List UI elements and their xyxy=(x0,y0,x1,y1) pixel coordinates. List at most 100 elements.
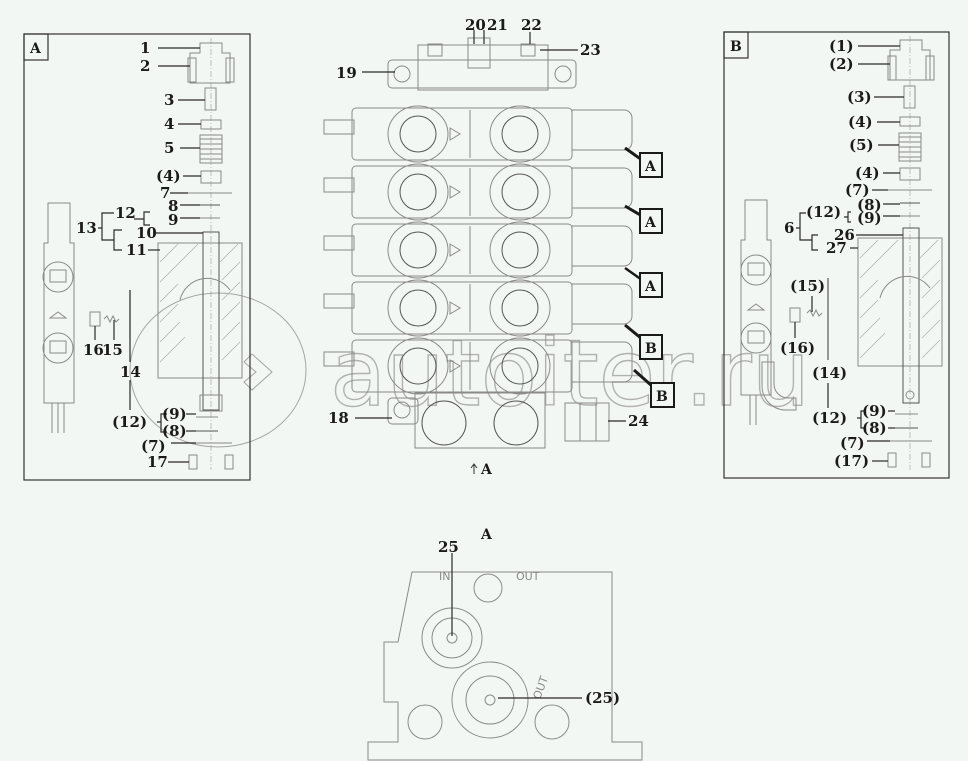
valve-section-body xyxy=(351,165,573,219)
valve-section xyxy=(323,337,633,395)
view-a-housing xyxy=(367,571,643,761)
port-boss-left xyxy=(387,163,449,221)
valve-section xyxy=(323,279,633,337)
flow-arrow xyxy=(449,243,461,257)
main-valve-label-24: 24 xyxy=(628,412,649,430)
panel-b-label-12: (12) xyxy=(806,203,841,221)
main-valve-leaders xyxy=(355,30,626,422)
main-valve: 19 20 21 22 23 18 24 A A A xyxy=(323,16,675,478)
panel-b-label-4: (4) xyxy=(848,113,873,131)
panel-b-label-5: (5) xyxy=(849,136,874,154)
port-right xyxy=(501,173,539,211)
panel-b-part-15 xyxy=(806,308,823,318)
panel-a-leaders xyxy=(94,47,205,463)
panel-a-label-9: 9 xyxy=(168,211,178,229)
section-callout[interactable]: B xyxy=(633,368,675,408)
panel-b-frame xyxy=(723,31,950,479)
panel-b-label-7b: (7) xyxy=(840,434,865,452)
spring-cap xyxy=(571,341,633,383)
panel-a-label-12: 12 xyxy=(115,204,136,222)
main-valve-label-23: 23 xyxy=(580,41,601,59)
port-boss-right xyxy=(489,163,551,221)
panel-b-label-12b: (12) xyxy=(812,409,847,427)
panel-a-label-14: 14 xyxy=(120,363,141,381)
spool-end xyxy=(323,177,355,193)
panel-a-spring-5 xyxy=(199,134,223,164)
section-callout-label: B xyxy=(645,341,657,357)
panel-b-label-7: (7) xyxy=(845,181,870,199)
flow-arrow xyxy=(449,185,461,199)
view-a-port-out: OUT xyxy=(516,570,540,583)
port-left xyxy=(399,115,437,153)
panel-a-label-3: 3 xyxy=(164,91,174,109)
port-boss-right xyxy=(489,279,551,337)
panel-b-cross-section xyxy=(857,227,943,404)
port-boss-left xyxy=(387,221,449,279)
panel-a-tag: A xyxy=(29,41,42,57)
watermark-logo-circle xyxy=(129,292,307,448)
panel-a-part-16 xyxy=(89,311,101,327)
port-boss-right xyxy=(489,337,551,395)
view-a-label-25b: (25) xyxy=(585,689,620,707)
panel-b-label-8b: (8) xyxy=(862,419,887,437)
panel-a-bolt-17a xyxy=(188,454,198,470)
panel-b-label-8: (8) xyxy=(857,196,882,214)
panel-b-label-3: (3) xyxy=(847,88,872,106)
panel-b-label-9: (9) xyxy=(857,209,882,227)
section-callout[interactable]: A xyxy=(624,266,663,298)
panel-b-label-17: (17) xyxy=(834,452,869,470)
panel-a-label-9b: (9) xyxy=(162,405,187,423)
view-a-port-out-2: OUT xyxy=(531,674,551,701)
spring-cap xyxy=(571,225,633,267)
panel-a-label-4: 4 xyxy=(164,115,174,133)
main-valve-bottom-cover xyxy=(387,392,610,449)
panel-b-label-2: (2) xyxy=(829,55,854,73)
section-callouts: A A A B B xyxy=(624,146,675,408)
panel-a-part-4b xyxy=(200,170,222,184)
section-callout[interactable]: A xyxy=(624,204,663,234)
section-callout-label: A xyxy=(644,159,657,175)
port-boss-left xyxy=(387,337,449,395)
main-valve-label-18: 18 xyxy=(328,409,349,427)
panel-b-leaders xyxy=(794,45,904,462)
section-callout[interactable]: B xyxy=(624,323,663,360)
panel-b-bolt-17b xyxy=(921,452,931,468)
port-boss-right xyxy=(489,221,551,279)
view-a-title: A xyxy=(480,527,493,543)
port-boss-left xyxy=(387,279,449,337)
port-left xyxy=(399,231,437,269)
panel-b-label-26: 26 xyxy=(834,226,855,244)
section-callout-label: A xyxy=(644,279,657,295)
view-a-arrow-label: A xyxy=(480,462,493,478)
port-right xyxy=(501,231,539,269)
panel-b-label-9b: (9) xyxy=(862,402,887,420)
panel-a-label-2: 2 xyxy=(140,57,150,75)
panel-a-tag-box xyxy=(23,33,49,61)
panel-b-tag-box xyxy=(723,31,749,59)
panel-a: A xyxy=(23,33,251,481)
port-boss-right xyxy=(489,105,551,163)
view-a-port-in: IN xyxy=(439,570,450,583)
section-callout[interactable]: A xyxy=(624,146,663,178)
valve-section xyxy=(323,221,633,279)
panel-a-label-10: 10 xyxy=(136,224,157,242)
panel-a-label-5: 5 xyxy=(164,139,174,157)
panel-a-label-4b: (4) xyxy=(156,167,181,185)
panel-b-label-4b: (4) xyxy=(855,164,880,182)
view-a-label-25: 25 xyxy=(438,538,459,556)
panel-b-label-27: 27 xyxy=(826,239,847,257)
panel-a-label-16: 16 xyxy=(83,341,104,359)
panel-b-cap xyxy=(887,39,935,81)
panel-a-label-13: 13 xyxy=(76,219,97,237)
panel-a-bolt-17b xyxy=(224,454,234,470)
port-right xyxy=(501,289,539,327)
panel-a-label-7b: (7) xyxy=(141,437,166,455)
panel-b-bolt-17a xyxy=(887,452,897,468)
panel-a-part-3 xyxy=(204,87,217,111)
main-valve-label-21: 21 xyxy=(487,16,508,34)
main-valve-label-19: 19 xyxy=(336,64,357,82)
panel-b-spring-5 xyxy=(898,132,922,162)
valve-section xyxy=(323,163,633,221)
spool-end xyxy=(323,293,355,309)
valve-section-body xyxy=(351,223,573,277)
